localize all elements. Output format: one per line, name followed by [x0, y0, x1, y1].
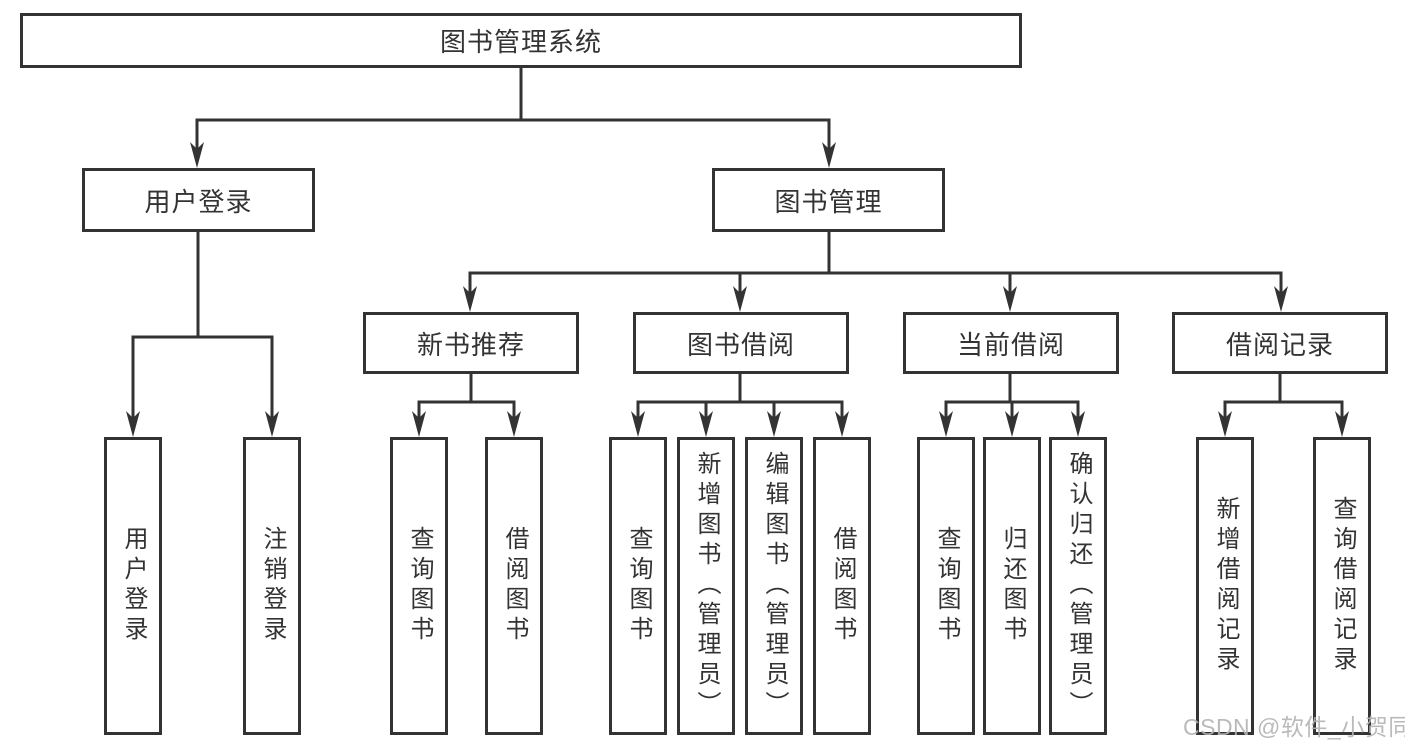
watermark: CSDN @软件_小贺同学	[1183, 714, 1405, 740]
leaf-edit-books-admin: 编辑图书（管理员）	[745, 437, 803, 735]
node-current-borrow: 当前借阅	[903, 312, 1119, 374]
connector-arrowheads	[126, 142, 1349, 437]
node-book-management: 图书管理	[712, 168, 945, 232]
node-root-system: 图书管理系统	[20, 13, 1022, 68]
node-new-book-recommend: 新书推荐	[363, 312, 579, 374]
node-borrow-records: 借阅记录	[1172, 312, 1388, 374]
leaf-borrow-books-recommend: 借阅图书	[485, 437, 543, 735]
leaf-add-books-admin: 新增图书（管理员）	[677, 437, 735, 735]
leaf-return-books: 归还图书	[983, 437, 1041, 735]
connector-arrow-shafts	[131, 118, 1344, 420]
leaf-borrow-books-borrow: 借阅图书	[813, 437, 871, 735]
leaf-confirm-return-admin: 确认归还（管理员）	[1049, 437, 1107, 735]
leaf-logout: 注销登录	[243, 437, 301, 735]
connector-trunks	[131, 66, 1344, 404]
leaf-query-books-recommend: 查询图书	[390, 437, 448, 735]
node-book-borrow: 图书借阅	[633, 312, 849, 374]
leaf-add-borrow-record: 新增借阅记录	[1196, 437, 1254, 735]
leaf-query-books-current: 查询图书	[917, 437, 975, 735]
leaf-user-login: 用户登录	[104, 437, 162, 735]
node-user-login: 用户登录	[82, 168, 315, 232]
leaf-query-books-borrow: 查询图书	[609, 437, 667, 735]
leaf-query-borrow-record: 查询借阅记录	[1313, 437, 1371, 735]
